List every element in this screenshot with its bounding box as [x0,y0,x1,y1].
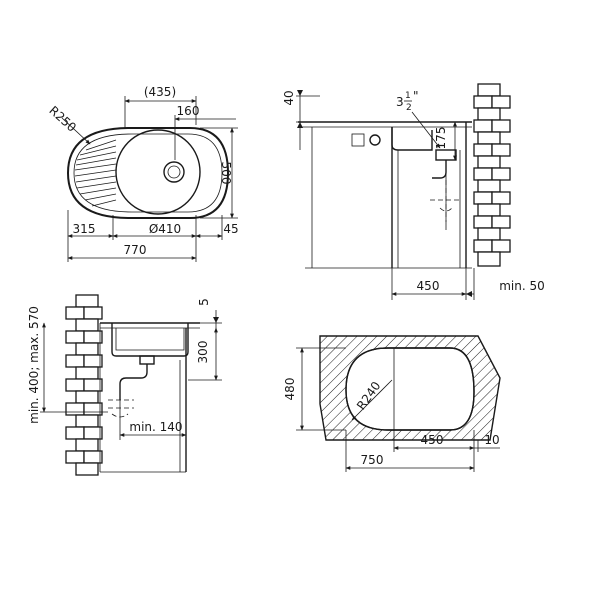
dim-label-5: 5 [197,298,211,306]
section-outlet [139,355,155,365]
bowl-circle [115,129,201,215]
waste-outlet [435,149,457,161]
sink-outline [66,127,230,219]
dim-label-40: 40 [282,90,296,105]
dim-label-min50: min. 50 [499,279,545,293]
side-view: 40 3 1 2 " 175 450 min. 50 [282,83,545,300]
drain-inner [167,165,181,179]
dim-label-450-cutout: 450 [421,433,444,447]
dim-label-r240: R240 [354,379,383,413]
dim-label-160: 160 [177,104,200,118]
dim-line-r250 [61,117,91,145]
tailpiece [430,180,460,222]
dim-label-315: 315 [73,222,96,236]
dim-label-10: 10 [484,433,499,447]
dim-label-300: 300 [196,341,210,364]
brick-wall-section [65,294,103,476]
dim-label-410: Ø410 [149,222,181,236]
dim-label-45: 45 [223,222,238,236]
section-bowl-inner [115,328,185,351]
dim-label-min140: min. 140 [129,420,182,434]
dim-label-480: 480 [283,378,297,401]
cutout-opening [345,347,475,431]
dim-label-770: 770 [124,243,147,257]
drainer-ribs [74,139,117,207]
section-trap-dashed [108,399,134,418]
section-trap [119,364,148,400]
dim-label-435: (435) [144,85,176,99]
pipe-size-label: 3 1 2 " [396,89,419,113]
countertop-hatched [319,335,501,441]
svg-text:2: 2 [406,103,412,113]
dim-label-500: 500 [219,162,233,185]
leader-pipe [411,111,441,149]
sink-inner-outline [73,133,223,213]
dim-line-r240 [351,379,393,421]
svg-text:1: 1 [405,91,411,101]
dim-label-175: 175 [434,127,448,150]
section-view: 5 300 min. 400; max. 570 min. 140 [27,294,222,476]
brick-wall-side [473,83,511,267]
svg-text:": " [413,89,419,103]
drain-outer [163,161,185,183]
dim-label-min400: min. 400; max. 570 [27,306,41,424]
dim-label-r250: R250 [46,103,79,134]
svg-text:3: 3 [396,95,404,109]
dim-label-450-side: 450 [417,279,440,293]
trap-pipe [432,160,447,179]
top-view: (435) 160 500 R250 315 Ø410 45 770 [46,85,239,262]
overflow-plate [351,133,365,147]
cutout-view: 480 R240 450 10 750 [283,335,501,472]
overflow-knob [369,134,381,146]
dim-label-750: 750 [361,453,384,467]
sink-body-side [391,127,433,151]
